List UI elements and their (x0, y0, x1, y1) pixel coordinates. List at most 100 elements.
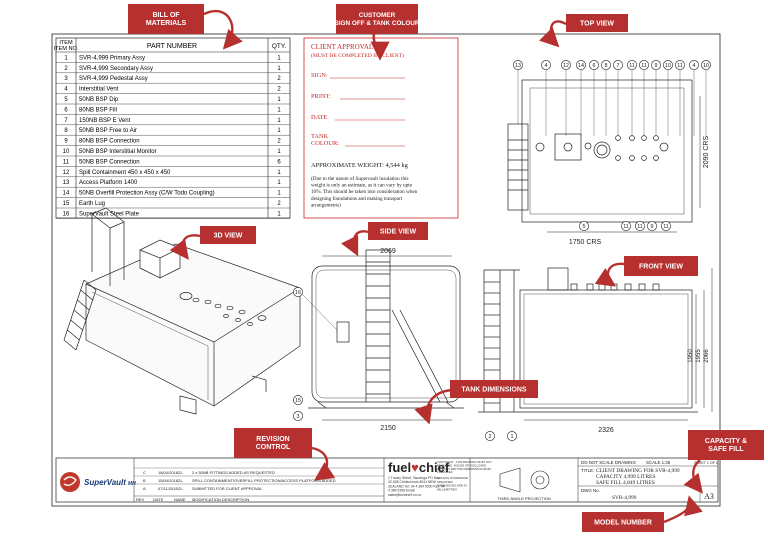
bom-item-no: 2 (64, 66, 68, 72)
dwg-number: SVR-4,999 (612, 495, 637, 501)
bom-qty: 6 (277, 159, 281, 165)
callout-label-view_3d: 3D VIEW (214, 233, 243, 240)
bom-qty: 1 (277, 180, 281, 186)
top-view-balloon-bottom-circle (647, 221, 657, 231)
top-view-balloon-circle (663, 60, 673, 70)
revision-cell: ZL (178, 486, 183, 491)
bom-part-number: SVR-4,999 Secondary Assy (79, 66, 153, 72)
top-view-balloon: 7 (617, 63, 620, 69)
title-safe-fill: SAFE FILL 4,849 LITRES (596, 480, 655, 486)
bom-item-no: 12 (63, 170, 70, 176)
bom-qty: 1 (277, 107, 281, 113)
front-view-balloon-circle (507, 431, 517, 441)
projection-label: THIRD ANGLE PROJECTION (497, 496, 551, 501)
callout-arrow-icon (340, 230, 369, 257)
bom-item-no: 13 (63, 180, 70, 186)
bom-part-number: 80NB BSP Fill (79, 107, 117, 113)
revision-cell: C (143, 470, 146, 475)
callout-banner-front_view (624, 256, 698, 276)
fuelchief-logo: fuel♥chief (388, 460, 450, 475)
bom-qty: 1 (277, 191, 281, 197)
top-view-balloon-circle (541, 60, 551, 70)
top-view-balloon: 8 (605, 63, 608, 69)
bom-item-no: 8 (64, 128, 68, 134)
callout-banner-view_3d (200, 226, 256, 244)
callout-banner-revision (234, 428, 312, 458)
revision-cell: SPILL CONTAINMENT/OVERFILL PROTECTION/AC… (192, 478, 336, 483)
top-view-balloon: 4 (693, 63, 696, 69)
top-view-balloon: 11 (641, 63, 647, 69)
callout-banner-capacity (688, 430, 764, 460)
revision-header: MODIFICATION DESCRIPTION (192, 497, 249, 502)
bom-item-no: 1 (64, 55, 68, 61)
approval-note: (Due to the nature of Supervault insulat… (311, 175, 418, 208)
callout-arrow-icon (169, 234, 201, 260)
approval-date-label: DATE (311, 114, 327, 121)
callout-label-side_view: SIDE VIEW (380, 229, 417, 236)
top-view-balloon-bottom: 11 (623, 224, 629, 230)
callout-label-tank_dimensions: TANK DIMENSIONS (461, 387, 527, 394)
bom-item-no: 3 (64, 76, 68, 82)
top-view-balloon-circle (651, 60, 661, 70)
side-dim-bottom: 2150 (380, 425, 396, 432)
top-view-balloon: 4 (545, 63, 548, 69)
side-view-balloon: 3 (297, 414, 300, 420)
dwg-label: DWG No. (581, 488, 600, 493)
bom-part-number: Spill Containment 450 x 450 x 450 (79, 170, 171, 176)
bom-item-no: 4 (64, 87, 68, 93)
callout-arrow-icon (311, 446, 336, 481)
approval-print-label: PRINT: (311, 93, 331, 100)
side-view-balloon-circle (293, 287, 303, 297)
bom-part-number: SVR-4,999 Pedestal Assy (79, 76, 148, 82)
callout-banner-model_number (582, 512, 664, 532)
bom-part-number: 50NB Overfill Protection Assy (C/W Todo … (79, 191, 215, 197)
bom-part-number: Interstitial Vent (79, 87, 119, 93)
approval-title: CLIENT APPROVAL (311, 43, 373, 51)
front-dim-2066: 2066 (704, 349, 710, 363)
callout-banner-bom (128, 4, 204, 34)
revision-cell: ZL (178, 478, 183, 483)
bom-qty: 1 (277, 66, 281, 72)
callout-label-top_view: TOP VIEW (580, 21, 614, 28)
top-view-balloon-circle (589, 60, 599, 70)
approval-weight: APPROXIMATE WEIGHT: 4,544 kg (311, 162, 409, 169)
bom-header-item: ITEM NO. (54, 46, 79, 52)
supervault-logo-icon (60, 472, 80, 492)
top-view-balloon: 11 (677, 63, 683, 69)
bom-part-number: SuperVault Steel Plate (79, 211, 140, 217)
top-view-balloon-circle (701, 60, 711, 70)
bom-qty: 2 (277, 201, 281, 207)
top-view-balloon-circle (689, 60, 699, 70)
bom-qty: 1 (277, 118, 281, 124)
bom-part-number: 50NB BSP Connection (79, 159, 140, 165)
top-view-balloon: 13 (515, 63, 521, 69)
top-view-balloon-bottom: 11 (637, 224, 643, 230)
revision-cell: B (143, 478, 146, 483)
top-view-balloon-bottom: 5 (583, 224, 586, 230)
top-view-balloon-bottom: 9 (651, 224, 654, 230)
top-view-balloon-bottom-circle (579, 221, 589, 231)
callout-arrow-icon (663, 495, 703, 524)
top-view-balloon-bottom-circle (661, 221, 671, 231)
bom-item-no: 15 (63, 201, 70, 207)
top-view-balloon-circle (561, 60, 571, 70)
projection-symbol-icon (499, 467, 550, 493)
bom-qty: 1 (277, 170, 281, 176)
client-approval-box: CLIENT APPROVAL (MUST BE COMPLETED BY CL… (303, 37, 459, 219)
side-dim-top: 2069 (380, 248, 396, 255)
top-view-balloon-circle (613, 60, 623, 70)
bom-item-no: 7 (64, 118, 68, 124)
bom-qty: 2 (277, 139, 281, 145)
isometric-3d-drawing (63, 207, 301, 415)
bom-item-no: 16 (63, 211, 70, 217)
front-view-balloon-circle (485, 431, 495, 441)
side-view-balloon-circle (293, 395, 303, 405)
top-view-balloon-circle (639, 60, 649, 70)
